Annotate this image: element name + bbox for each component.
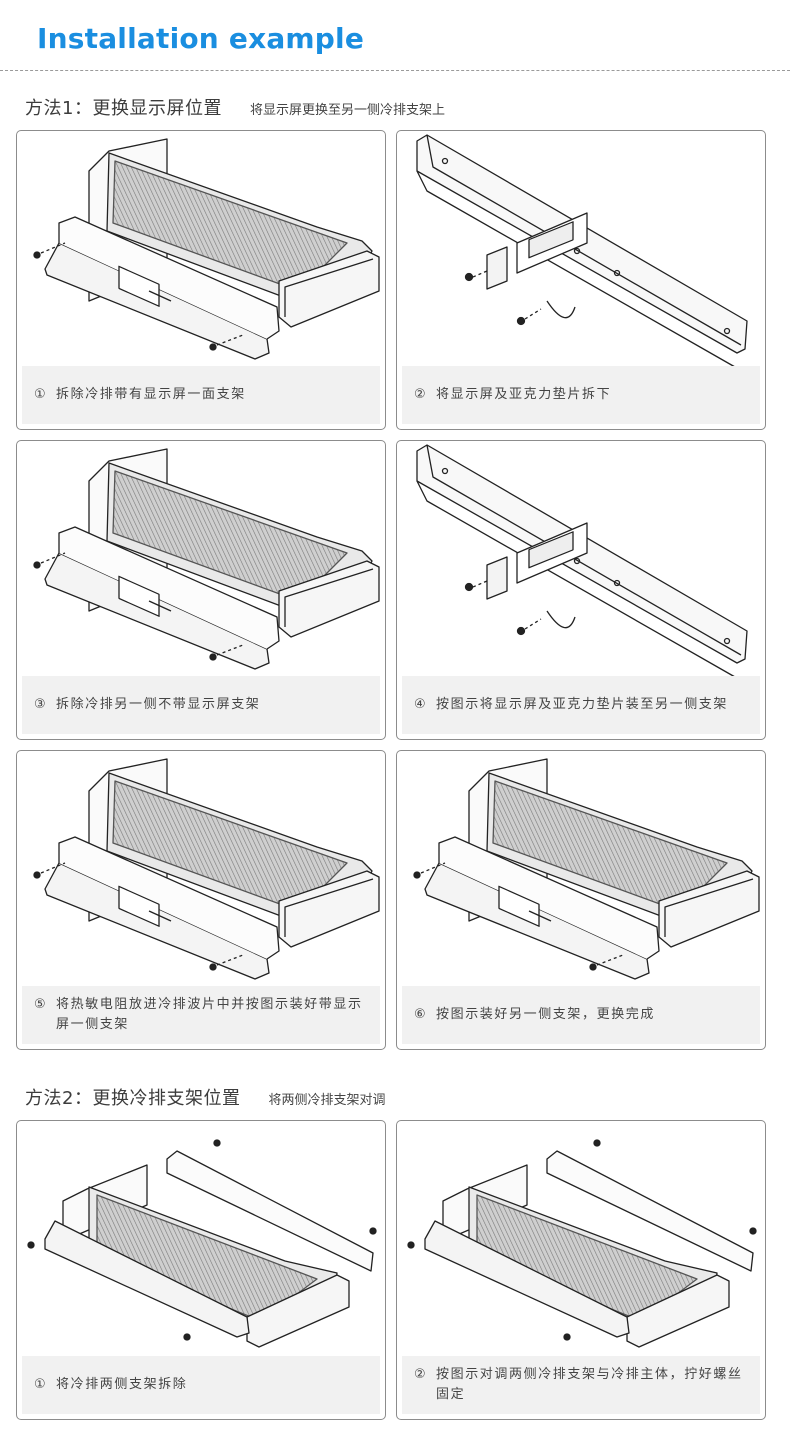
step-card: ① 将冷排两侧支架拆除 bbox=[16, 1120, 386, 1420]
method1-heading: 方法1：更换显示屏位置 将显示屏更换至另一侧冷排支架上 bbox=[25, 94, 445, 120]
step-number: ① bbox=[34, 1377, 46, 1392]
step-card: ④ 按图示将显示屏及亚克力垫片装至另一侧支架 bbox=[396, 440, 766, 740]
step-card: ② 将显示屏及亚克力垫片拆下 bbox=[396, 130, 766, 430]
step-caption: ③ 拆除冷排另一侧不带显示屏支架 bbox=[22, 676, 380, 734]
step-card: ⑤ 将热敏电阻放进冷排波片中并按图示装好带显示屏一侧支架 bbox=[16, 750, 386, 1050]
bracket-diagram bbox=[416, 444, 748, 678]
bracket-diagram bbox=[416, 134, 748, 368]
step-caption: ⑤ 将热敏电阻放进冷排波片中并按图示装好带显示屏一侧支架 bbox=[22, 986, 380, 1044]
step-text: 将热敏电阻放进冷排波片中并按图示装好带显示屏一侧支架 bbox=[56, 997, 363, 1032]
step-text: 按图示将显示屏及亚克力垫片装至另一侧支架 bbox=[436, 697, 729, 712]
step-number: ② bbox=[414, 387, 426, 402]
radiator-diagram bbox=[33, 448, 380, 670]
step-text: 按图示装好另一侧支架，更换完成 bbox=[436, 1007, 656, 1022]
method2-title: 方法2：更换冷排支架位置 bbox=[25, 1088, 241, 1109]
step-text: 拆除冷排带有显示屏一面支架 bbox=[56, 387, 246, 402]
step-number: ⑥ bbox=[414, 1007, 426, 1022]
step-number: ① bbox=[34, 387, 46, 402]
page-title: Installation example bbox=[37, 22, 365, 55]
method2-subtitle: 将两侧冷排支架对调 bbox=[268, 1093, 386, 1108]
radiator-diagram bbox=[33, 138, 380, 360]
step-number: ④ bbox=[414, 697, 426, 712]
step-card: ① 拆除冷排带有显示屏一面支架 bbox=[16, 130, 386, 430]
step-number: ② bbox=[414, 1367, 426, 1382]
step-card: ② 按图示对调两侧冷排支架与冷排主体，拧好螺丝固定 bbox=[396, 1120, 766, 1420]
step-caption: ② 按图示对调两侧冷排支架与冷排主体，拧好螺丝固定 bbox=[402, 1356, 760, 1414]
radiator-diagram bbox=[33, 758, 380, 980]
radiator-diagram bbox=[413, 758, 760, 980]
step-caption: ④ 按图示将显示屏及亚克力垫片装至另一侧支架 bbox=[402, 676, 760, 734]
step-card: ⑥ 按图示装好另一侧支架，更换完成 bbox=[396, 750, 766, 1050]
method1-title: 方法1：更换显示屏位置 bbox=[25, 98, 222, 119]
dashed-divider bbox=[0, 70, 790, 71]
method2-heading: 方法2：更换冷排支架位置 将两侧冷排支架对调 bbox=[25, 1084, 385, 1110]
step-text: 按图示对调两侧冷排支架与冷排主体，拧好螺丝固定 bbox=[436, 1367, 743, 1402]
step-card: ③ 拆除冷排另一侧不带显示屏支架 bbox=[16, 440, 386, 740]
step-text: 将显示屏及亚克力垫片拆下 bbox=[436, 387, 612, 402]
step-number: ⑤ bbox=[34, 997, 46, 1012]
step-caption: ② 将显示屏及亚克力垫片拆下 bbox=[402, 366, 760, 424]
swap-diagram bbox=[407, 1139, 757, 1348]
method1-subtitle: 将显示屏更换至另一侧冷排支架上 bbox=[249, 103, 445, 118]
step-caption: ① 将冷排两侧支架拆除 bbox=[22, 1356, 380, 1414]
step-text: 拆除冷排另一侧不带显示屏支架 bbox=[56, 697, 261, 712]
step-caption: ⑥ 按图示装好另一侧支架，更换完成 bbox=[402, 986, 760, 1044]
step-caption: ① 拆除冷排带有显示屏一面支架 bbox=[22, 366, 380, 424]
step-number: ③ bbox=[34, 697, 46, 712]
swap-diagram bbox=[27, 1139, 377, 1348]
step-text: 将冷排两侧支架拆除 bbox=[56, 1377, 188, 1392]
